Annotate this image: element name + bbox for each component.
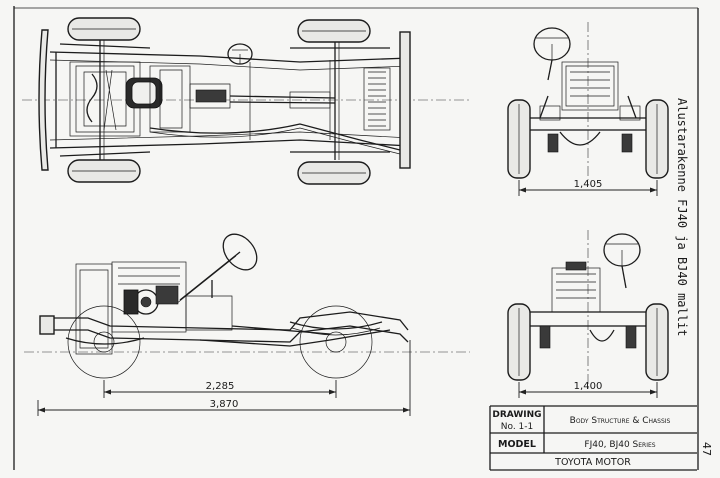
page-number: 47: [700, 442, 713, 456]
dimension-overall-length: [37, 340, 411, 416]
drawing-label: DRAWING: [492, 410, 541, 420]
dimension-front-track-fj40: [518, 180, 658, 196]
model-series: FJ40, BJ40 Series: [584, 440, 655, 450]
side-view-chassis: [24, 233, 470, 379]
dimension-front-track-fj40-label: 1,405: [574, 179, 603, 190]
top-view-chassis: [22, 17, 470, 185]
vertical-caption: Alustarakenne FJ40 ja BJ40 mallit: [675, 98, 689, 336]
front-view-bj40: [507, 230, 669, 390]
model-label: MODEL: [498, 439, 536, 450]
manufacturer: TOYOTA MOTOR: [554, 457, 631, 468]
drawing-title: Body Structure & Chassis: [570, 416, 671, 426]
dimension-overall-length-label: 3,870: [210, 399, 239, 410]
title-block: [489, 405, 697, 471]
dimension-wheelbase-label: 2,285: [206, 381, 235, 392]
drawing-number: No. 1-1: [501, 422, 534, 432]
dimension-wheelbase: [103, 380, 337, 398]
front-view-fj40: [507, 22, 669, 180]
dimension-front-track-bj40-label: 1,400: [574, 381, 603, 392]
dimension-front-track-bj40: [518, 382, 658, 398]
